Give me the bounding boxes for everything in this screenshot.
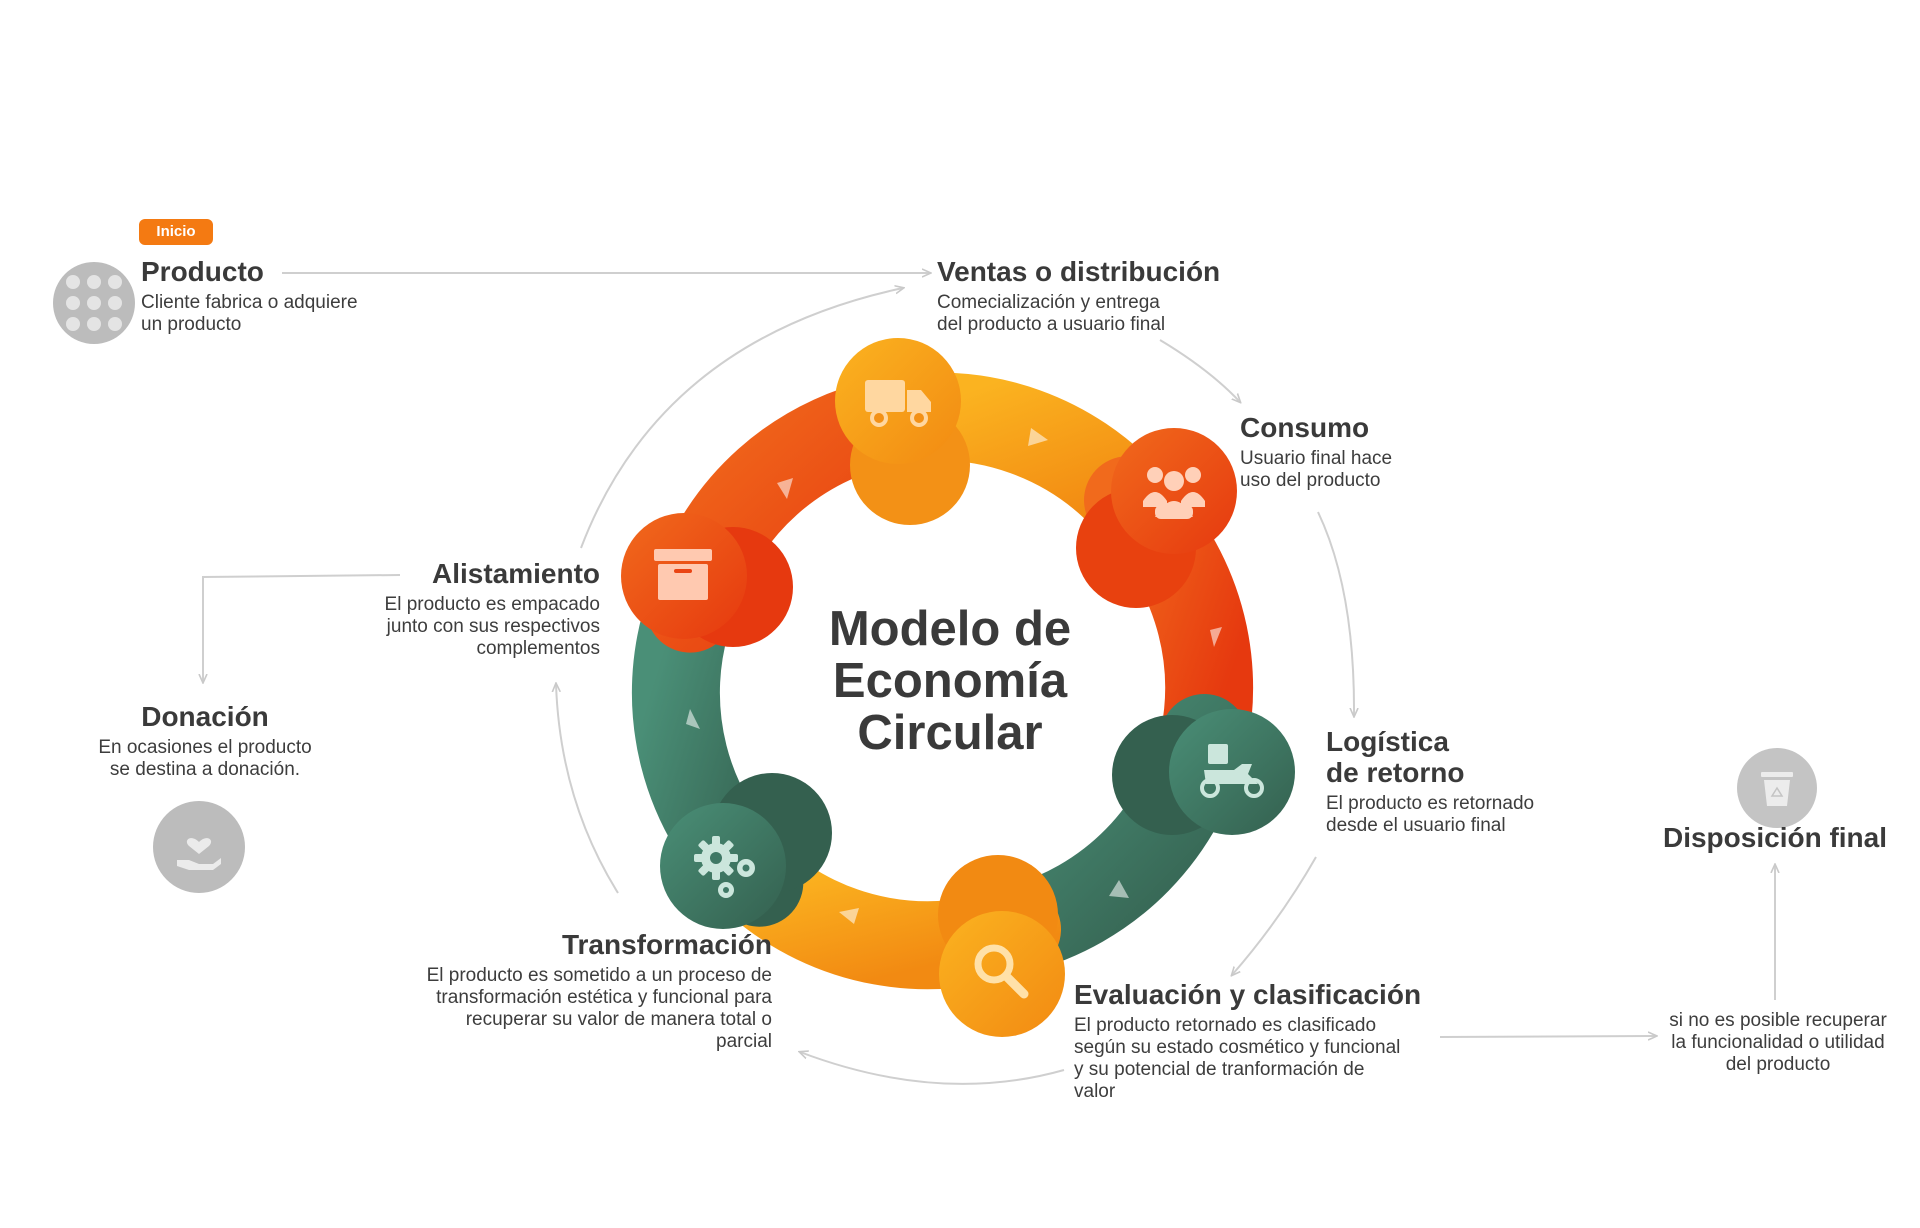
description-line: El producto retornado es clasificado xyxy=(1074,1015,1377,1036)
hand-heart-icon xyxy=(177,838,221,870)
stage-description: En ocasiones el producto se destina a do… xyxy=(70,737,340,781)
stage-title: Disposición final xyxy=(1662,822,1888,853)
label-evaluacion: Evaluación y clasificación El producto r… xyxy=(1074,979,1421,1103)
label-logistica: Logística de retorno El producto es reto… xyxy=(1326,726,1534,837)
ring-direction-markers xyxy=(686,428,1222,924)
description-line: si no es posible recuperar xyxy=(1669,1010,1887,1031)
label-disposicion-desc: si no es posible recuperar la funcionali… xyxy=(1650,1010,1906,1076)
stage-description: si no es posible recuperar la funcionali… xyxy=(1650,1010,1906,1076)
arrow-logistica-evaluacion xyxy=(1232,856,1317,975)
stage-description: El producto es sometido a un proceso de … xyxy=(352,965,772,1053)
center-title-line: Economía xyxy=(832,654,1068,708)
description-line: complementos xyxy=(476,638,600,659)
description-line: desde el usuario final xyxy=(1326,815,1506,836)
description-line: El producto es empacado xyxy=(384,594,600,615)
description-line: Usuario final hace xyxy=(1240,448,1393,469)
arrow-alistamiento-donacion xyxy=(203,574,401,682)
stage-title: Alistamiento xyxy=(431,558,600,589)
stage-description: Usuario final hace uso del producto xyxy=(1240,448,1392,492)
stage-title: Logística xyxy=(1326,726,1449,757)
description-line: recuperar su valor de manera total o xyxy=(465,1009,772,1030)
description-line: transformación estética y funcional para xyxy=(436,987,772,1008)
description-line: valor xyxy=(1074,1081,1116,1102)
label-consumo: Consumo Usuario final hace uso del produ… xyxy=(1240,412,1392,492)
arrow-transformacion-alistamiento xyxy=(556,684,619,894)
description-line: parcial xyxy=(716,1031,772,1052)
description-line: la funcionalidad o utilidad xyxy=(1671,1032,1885,1053)
label-donacion: Donación En ocasiones el producto se des… xyxy=(70,701,340,781)
stage-description: Cliente fabrica o adquiere un producto xyxy=(141,292,358,336)
stage-title: Transformación xyxy=(561,929,772,960)
ring-direction-marker xyxy=(686,709,700,729)
stage-title: Ventas o distribución xyxy=(937,256,1221,287)
description-line: según su estado cosmético y funcional xyxy=(1074,1037,1401,1058)
dots-grid-icon xyxy=(66,275,122,331)
arrow-evaluacion-disposicion xyxy=(1439,1036,1656,1037)
description-line: un producto xyxy=(141,314,242,335)
arrow-ventas-consumo xyxy=(1159,339,1240,402)
stage-title: Producto xyxy=(141,256,264,287)
stage-description: Comecialización y entrega del producto a… xyxy=(937,292,1220,336)
label-alistamiento: Alistamiento El producto es empacado jun… xyxy=(330,558,600,660)
description-line: El producto es retornado xyxy=(1326,793,1535,814)
ring-direction-marker xyxy=(1109,880,1129,898)
arrow-evaluacion-transformacion xyxy=(800,1052,1065,1085)
box-icon xyxy=(654,549,712,600)
stage-description: El producto es retornado desde el usuari… xyxy=(1326,793,1534,837)
flow-arrows xyxy=(203,273,1775,1085)
label-producto: Producto Cliente fabrica o adquiere un p… xyxy=(141,256,358,336)
label-disposicion-title: Disposición final xyxy=(1630,822,1920,853)
stage-title: Donación xyxy=(141,701,269,732)
ring-direction-marker xyxy=(839,908,859,924)
ring-direction-marker xyxy=(1210,627,1222,647)
arrow-alistamiento-ventas xyxy=(580,288,903,549)
center-title-line: Circular xyxy=(857,706,1043,760)
description-line: del producto a usuario final xyxy=(937,314,1166,335)
description-line: Cliente fabrica o adquiere xyxy=(141,292,358,313)
center-title-line: Modelo de xyxy=(828,602,1072,656)
truck-icon xyxy=(865,380,931,427)
description-line: del producto xyxy=(1725,1054,1831,1075)
stage-title: Evaluación y clasificación xyxy=(1074,979,1422,1010)
stage-description: El producto es empacado junto con sus re… xyxy=(330,594,600,660)
label-ventas: Ventas o distribución Comecialización y … xyxy=(937,256,1220,336)
description-line: Comecialización y entrega xyxy=(937,292,1160,313)
description-line: El producto es sometido a un proceso de xyxy=(426,965,772,986)
label-transformacion: Transformación El producto es sometido a… xyxy=(352,929,772,1053)
users-icon xyxy=(1143,467,1205,519)
stage-title: Consumo xyxy=(1240,412,1370,443)
arrow-consumo-logistica xyxy=(1317,511,1354,716)
description-line: uso del producto xyxy=(1240,470,1381,491)
inicio-badge: Inicio xyxy=(139,219,213,245)
delivery-motorbike-icon xyxy=(1200,744,1264,798)
description-line: En ocasiones el producto xyxy=(98,737,312,758)
magnifier-icon xyxy=(974,944,1029,999)
recycle-bin-icon xyxy=(1761,772,1793,806)
ring-direction-marker xyxy=(1028,428,1048,446)
ring-direction-marker xyxy=(777,478,793,499)
center-title: Modelo de Economía Circular xyxy=(760,603,1140,759)
description-line: y su potencial de tranformación de xyxy=(1074,1059,1365,1080)
stage-description: El producto retornado es clasificado seg… xyxy=(1074,1015,1421,1103)
description-line: se destina a donación. xyxy=(109,759,301,780)
description-line: junto con sus respectivos xyxy=(386,616,600,637)
gears-icon xyxy=(694,836,755,898)
stage-title: de retorno xyxy=(1326,757,1465,788)
